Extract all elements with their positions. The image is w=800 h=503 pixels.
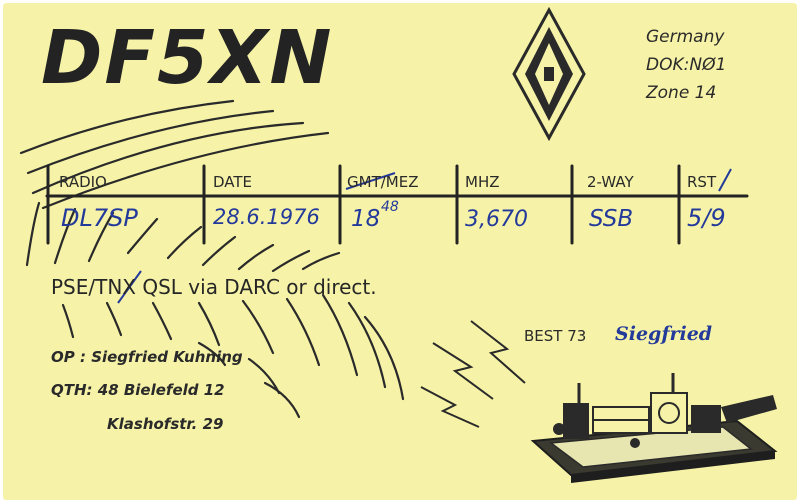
header-date: DATE — [213, 173, 253, 191]
value-freq: 3,670 — [465, 207, 528, 232]
best-regards: BEST 73 — [524, 327, 587, 345]
header-mode: 2-WAY — [587, 173, 634, 191]
qsl-request-line: PSE/TNX QSL via DARC or direct. — [51, 275, 377, 299]
value-time-minutes: 48 — [381, 199, 399, 215]
value-mode: SSB — [589, 206, 634, 232]
value-rst: 5/9 — [687, 204, 726, 232]
street-line: Klashofstr. 29 — [107, 415, 224, 433]
lightning-bolt-icon — [420, 320, 526, 428]
callsign-title: DF5XN — [41, 15, 334, 101]
header-rst: RST — [687, 173, 717, 191]
header-time: GMT/MEZ — [347, 173, 419, 191]
darc-diamond-logo-icon — [512, 7, 586, 141]
zone-label: Zone 14 — [646, 83, 717, 103]
value-time: 18 — [351, 206, 381, 232]
value-radio: DL7SP — [61, 204, 138, 232]
qth-line: QTH: 48 Bielefeld 12 — [51, 381, 225, 399]
header-freq: MHZ — [465, 173, 500, 191]
value-date: 28.6.1976 — [213, 205, 320, 229]
morse-key-icon — [530, 373, 778, 483]
station-info: Germany DOK:NØ1 Zone 14 — [646, 23, 726, 107]
radio-wave-arcs-icon — [19, 99, 526, 428]
operator-line: OP : Siegfried Kuhning — [51, 348, 243, 366]
header-radio: RADIO — [59, 173, 107, 191]
log-table-grid — [45, 164, 749, 304]
qsl-card: DF5XN Germany DOK:NØ1 Zone 14 RADIO — [3, 3, 797, 500]
dok-label: DOK:NØ1 — [646, 55, 727, 75]
country-label: Germany — [646, 27, 725, 47]
signature: Siegfried — [615, 323, 713, 345]
